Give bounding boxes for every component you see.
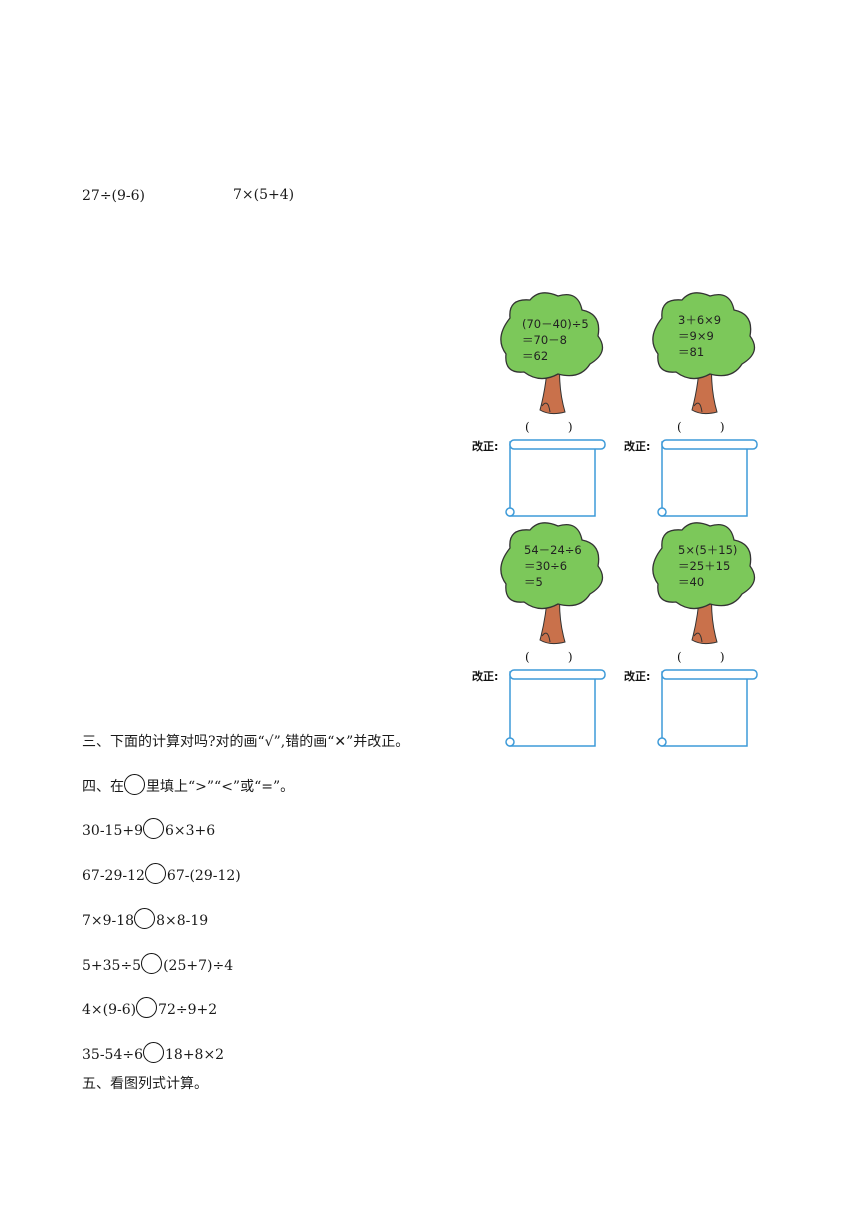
tree-equation: 3＋6×9 ＝9×9 ＝81 xyxy=(678,313,722,359)
answer-circle[interactable] xyxy=(144,863,166,884)
tree-card-2: 3＋6×9 ＝9×9 ＝81 ( ) 改正: xyxy=(622,288,772,520)
circle-icon xyxy=(124,774,145,795)
expression-1: 27÷(9-6) xyxy=(82,188,146,204)
fix-label: 改正: xyxy=(472,670,499,683)
tree-card-1: (70－40)÷5 ＝70－8 ＝62 ( ) 改正: xyxy=(470,288,620,520)
tree-card-3: 54－24÷6 ＝30÷6 ＝5 ( ) 改正: xyxy=(470,518,620,750)
compare-item-4: 5+35÷5(25+7)÷4 xyxy=(82,953,233,975)
tree-illustration xyxy=(500,522,606,747)
tree-illustration xyxy=(652,292,758,517)
tree-equation: 5×(5＋15) ＝25＋15 ＝40 xyxy=(678,543,738,589)
answer-paren[interactable]: ( ) xyxy=(677,650,725,664)
section4-heading: 四、在里填上“>”“<”或“=”。 xyxy=(82,774,294,796)
fix-label: 改正: xyxy=(624,670,651,683)
tree-illustration xyxy=(500,292,606,517)
answer-circle[interactable] xyxy=(143,818,164,839)
fix-label: 改正: xyxy=(472,440,499,453)
section5-heading: 五、看图列式计算。 xyxy=(82,1076,208,1092)
tree-equation: 54－24÷6 ＝30÷6 ＝5 xyxy=(524,543,582,589)
fix-label: 改正: xyxy=(624,440,651,453)
answer-circle[interactable] xyxy=(141,953,163,974)
answer-paren[interactable]: ( ) xyxy=(525,650,573,664)
expression-2: 7×(5+4) xyxy=(233,187,295,203)
answer-circle[interactable] xyxy=(134,908,156,929)
compare-item-5: 4×(9-6)72÷9+2 xyxy=(82,997,217,1019)
answer-paren[interactable]: ( ) xyxy=(525,420,573,434)
section3-heading: 三、下面的计算对吗?对的画“√”,错的画“✕”并改正。 xyxy=(82,734,410,750)
answer-circle[interactable] xyxy=(136,997,158,1018)
answer-circle[interactable] xyxy=(143,1042,164,1063)
tree-card-4: 5×(5＋15) ＝25＋15 ＝40 ( ) 改正: xyxy=(622,518,772,750)
tree-equation: (70－40)÷5 ＝70－8 ＝62 xyxy=(522,317,589,363)
answer-paren[interactable]: ( ) xyxy=(677,420,725,434)
tree-illustration xyxy=(652,522,758,747)
